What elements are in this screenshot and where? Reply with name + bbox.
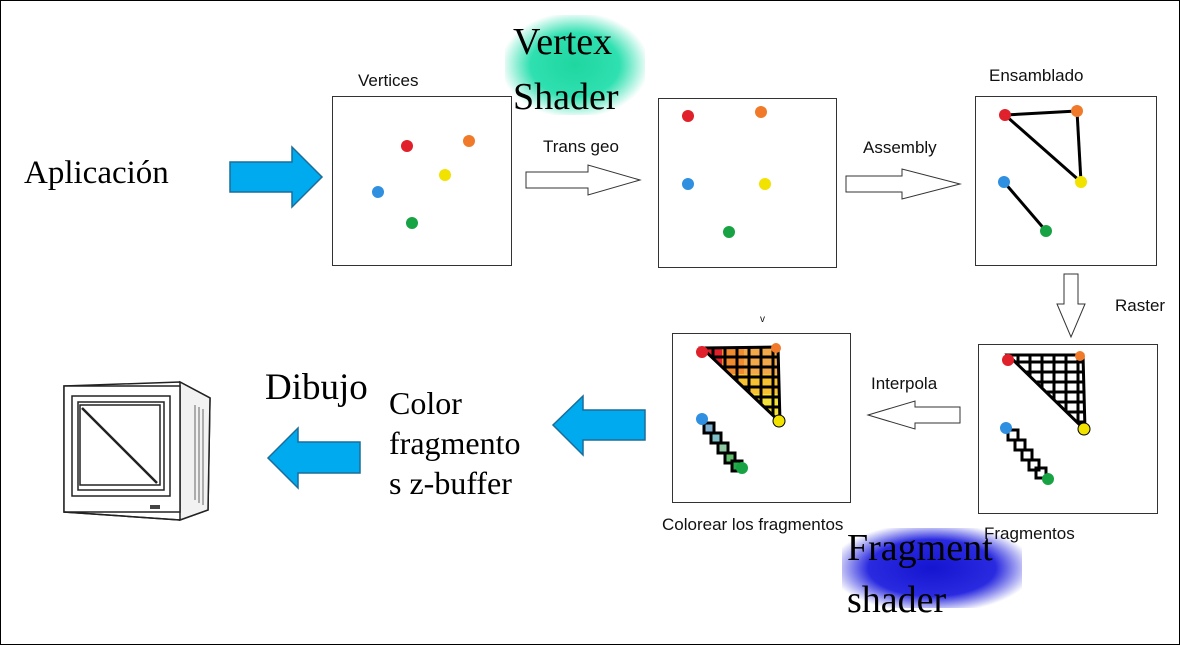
vertex-shader-label-line1: Vertex [513,21,613,63]
right-arrow-icon [525,164,642,196]
color-fragmentos-line3: s z-buffer [389,465,512,501]
tiny-mark: v [760,314,765,325]
assembly-label: Assembly [863,138,937,157]
interpola-label: Interpola [871,374,938,393]
vertices-label: Vertices [358,71,419,90]
fragment-shader-label-line2: shader [847,579,947,621]
color-fragmentos-line1: Color [389,385,462,421]
vertex-shader-highlight [505,15,645,115]
raster-label: Raster [1115,296,1166,315]
trans-geo-label: Trans geo [543,137,619,156]
right-arrow-icon [229,145,324,209]
aplicacion-label: Aplicación [24,155,169,191]
color-fragmentos-line2: fragmento [389,425,521,461]
down-arrow-icon [1056,273,1086,339]
fragment-shader-label-line1: Fragment [847,527,993,569]
fragment-shader-highlight [842,528,1022,608]
left-arrow-icon [866,400,961,430]
right-arrow-icon [845,168,962,200]
monitor-icon [63,380,211,522]
dibujo-label: Dibujo [265,367,368,408]
vertex-shader-label-line2: Shader [513,76,619,118]
left-arrow-icon [266,426,361,490]
ensamblado-label: Ensamblado [989,66,1084,85]
left-arrow-icon [551,394,646,457]
fragmentos-label: Fragmentos [984,524,1075,543]
colorear-label: Colorear los fragmentos [662,515,844,534]
vertices-panel [332,96,512,266]
